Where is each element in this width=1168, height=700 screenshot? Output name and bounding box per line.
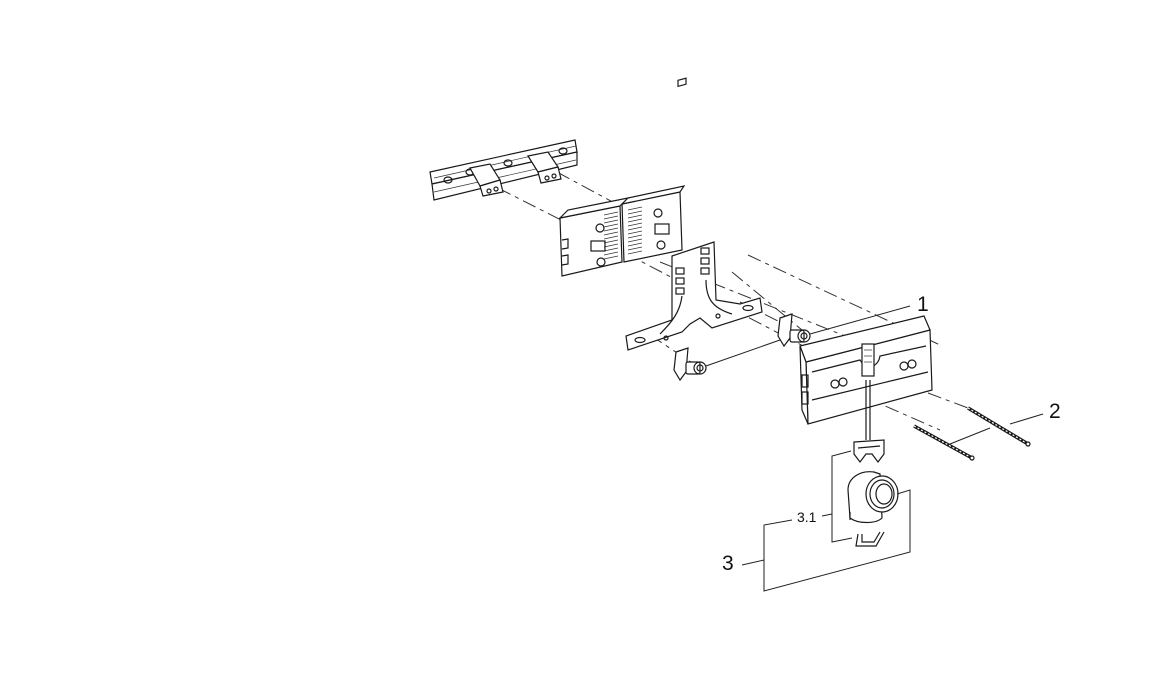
- callout-3-1-label: 3.1: [797, 509, 817, 525]
- clip-top: [853, 439, 885, 463]
- callout-3-label: 3: [722, 552, 734, 575]
- threaded-rod-front: [913, 424, 975, 461]
- clip-bottom: [855, 531, 885, 547]
- connector-left: [673, 347, 707, 382]
- callout-leaders: [705, 305, 1044, 592]
- insulation-block: [558, 185, 686, 277]
- rear-block: [799, 315, 933, 440]
- elbow-fitting: [847, 471, 899, 524]
- mounting-rail: [429, 139, 578, 201]
- callout-2-label: 2: [1049, 400, 1061, 423]
- connector-right: [777, 313, 811, 348]
- mounting-bracket: [625, 77, 763, 351]
- callout-1-label: 1: [917, 293, 929, 316]
- threaded-rod-rear: [967, 406, 1031, 447]
